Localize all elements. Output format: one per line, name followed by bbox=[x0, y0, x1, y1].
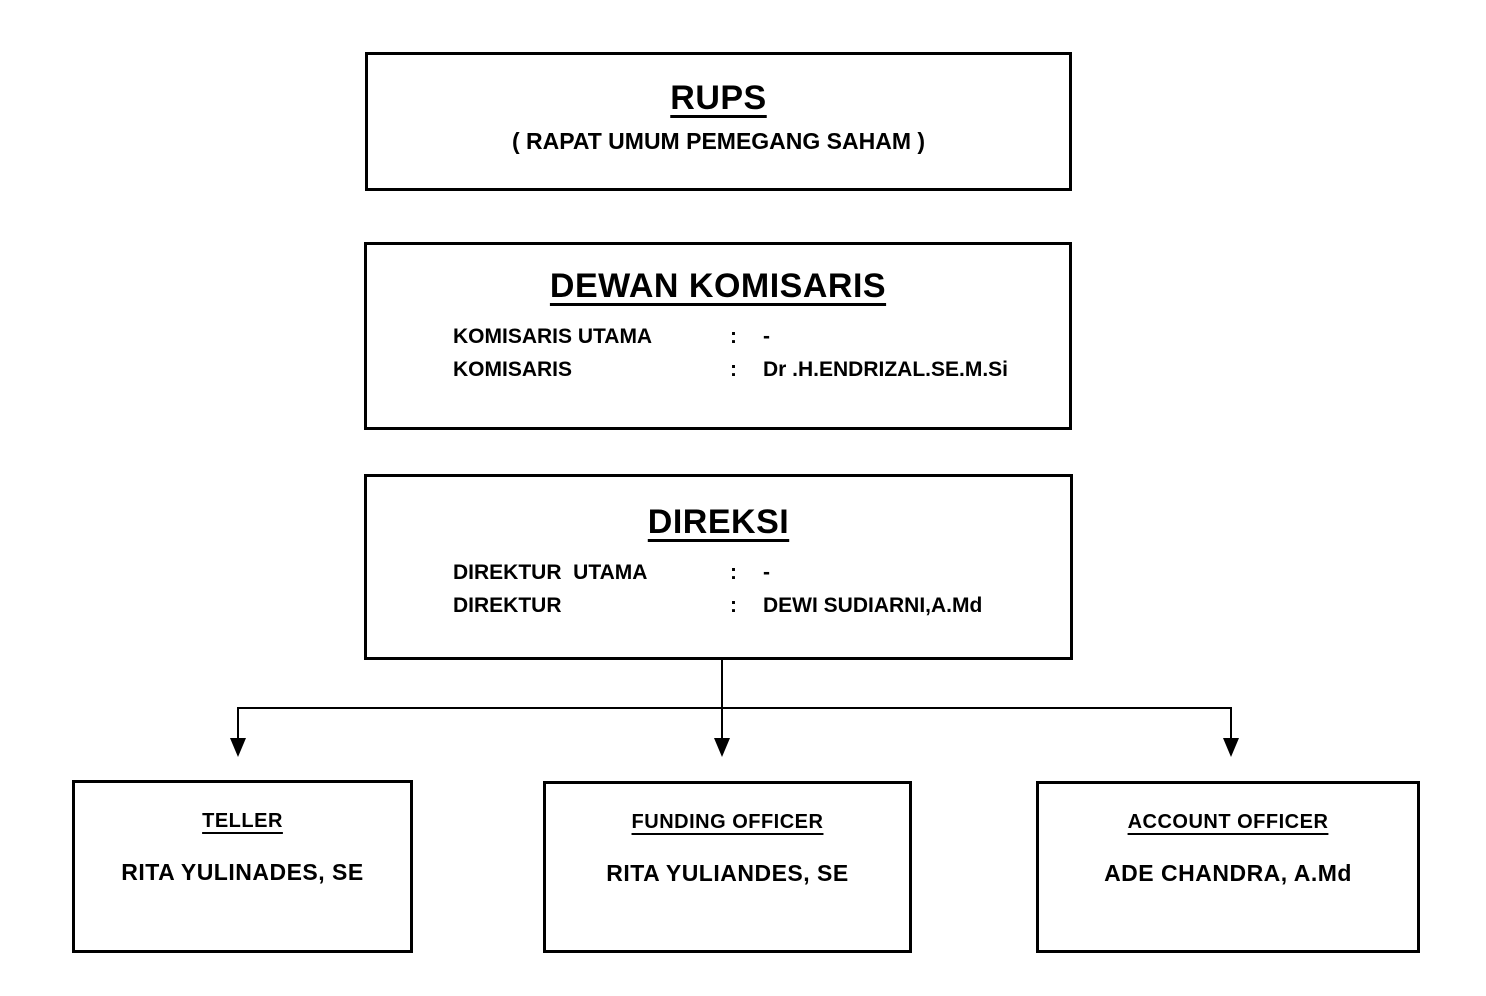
arrow-down-center-icon bbox=[714, 738, 730, 757]
account-officer-title: ACCOUNT OFFICER bbox=[1127, 811, 1329, 833]
teller-title: TELLER bbox=[202, 810, 283, 832]
row-value: - bbox=[763, 560, 770, 584]
row-value: DEWI SUDIARNI,A.Md bbox=[763, 593, 983, 617]
row-komisaris-utama: KOMISARIS UTAMA : - bbox=[453, 321, 1069, 354]
connector-drop-center bbox=[721, 707, 723, 739]
dewan-komisaris-title: DEWAN KOMISARIS bbox=[549, 267, 887, 305]
arrow-down-right-icon bbox=[1223, 738, 1239, 757]
row-value: - bbox=[763, 324, 770, 348]
node-dewan-komisaris: DEWAN KOMISARIS KOMISARIS UTAMA : - KOMI… bbox=[364, 242, 1072, 430]
row-separator: : bbox=[730, 357, 737, 381]
row-separator: : bbox=[730, 324, 737, 348]
row-label: KOMISARIS UTAMA bbox=[453, 324, 653, 348]
connector-stem bbox=[721, 660, 723, 708]
row-separator: : bbox=[730, 593, 737, 617]
account-officer-person-name: ADE CHANDRA, A.Md bbox=[1104, 860, 1352, 886]
node-account-officer: ACCOUNT OFFICER ADE CHANDRA, A.Md bbox=[1036, 781, 1420, 953]
rups-title: RUPS bbox=[670, 79, 767, 117]
row-komisaris: KOMISARIS : Dr .H.ENDRIZAL.SE.M.Si bbox=[453, 354, 1069, 387]
row-direktur: DIREKTUR : DEWI SUDIARNI,A.Md bbox=[453, 590, 1070, 623]
direksi-rows: DIREKTUR UTAMA : - DIREKTUR : DEWI SUDIA… bbox=[367, 557, 1070, 623]
arrow-down-left-icon bbox=[230, 738, 246, 757]
row-value: Dr .H.ENDRIZAL.SE.M.Si bbox=[763, 357, 1009, 381]
connector-rail bbox=[237, 707, 1232, 709]
teller-person-name: RITA YULINADES, SE bbox=[121, 859, 364, 885]
row-label: DIREKTUR UTAMA bbox=[453, 560, 648, 584]
node-funding-officer: FUNDING OFFICER RITA YULIANDES, SE bbox=[543, 781, 912, 953]
row-label: DIREKTUR bbox=[453, 593, 562, 617]
connector-drop-right bbox=[1230, 707, 1232, 739]
row-label: KOMISARIS bbox=[453, 357, 573, 381]
row-direktur-utama: DIREKTUR UTAMA : - bbox=[453, 557, 1070, 590]
dewan-komisaris-rows: KOMISARIS UTAMA : - KOMISARIS : Dr .H.EN… bbox=[367, 321, 1069, 387]
connector-drop-left bbox=[237, 707, 239, 739]
row-separator: : bbox=[730, 560, 737, 584]
node-direksi: DIREKSI DIREKTUR UTAMA : - DIREKTUR : DE… bbox=[364, 474, 1073, 660]
funding-officer-title: FUNDING OFFICER bbox=[631, 811, 824, 833]
funding-officer-person-name: RITA YULIANDES, SE bbox=[606, 860, 849, 886]
rups-subtitle: ( RAPAT UMUM PEMEGANG SAHAM ) bbox=[511, 127, 926, 154]
direksi-title: DIREKSI bbox=[647, 503, 790, 541]
node-teller: TELLER RITA YULINADES, SE bbox=[72, 780, 413, 953]
node-rups: RUPS ( RAPAT UMUM PEMEGANG SAHAM ) bbox=[365, 52, 1072, 191]
